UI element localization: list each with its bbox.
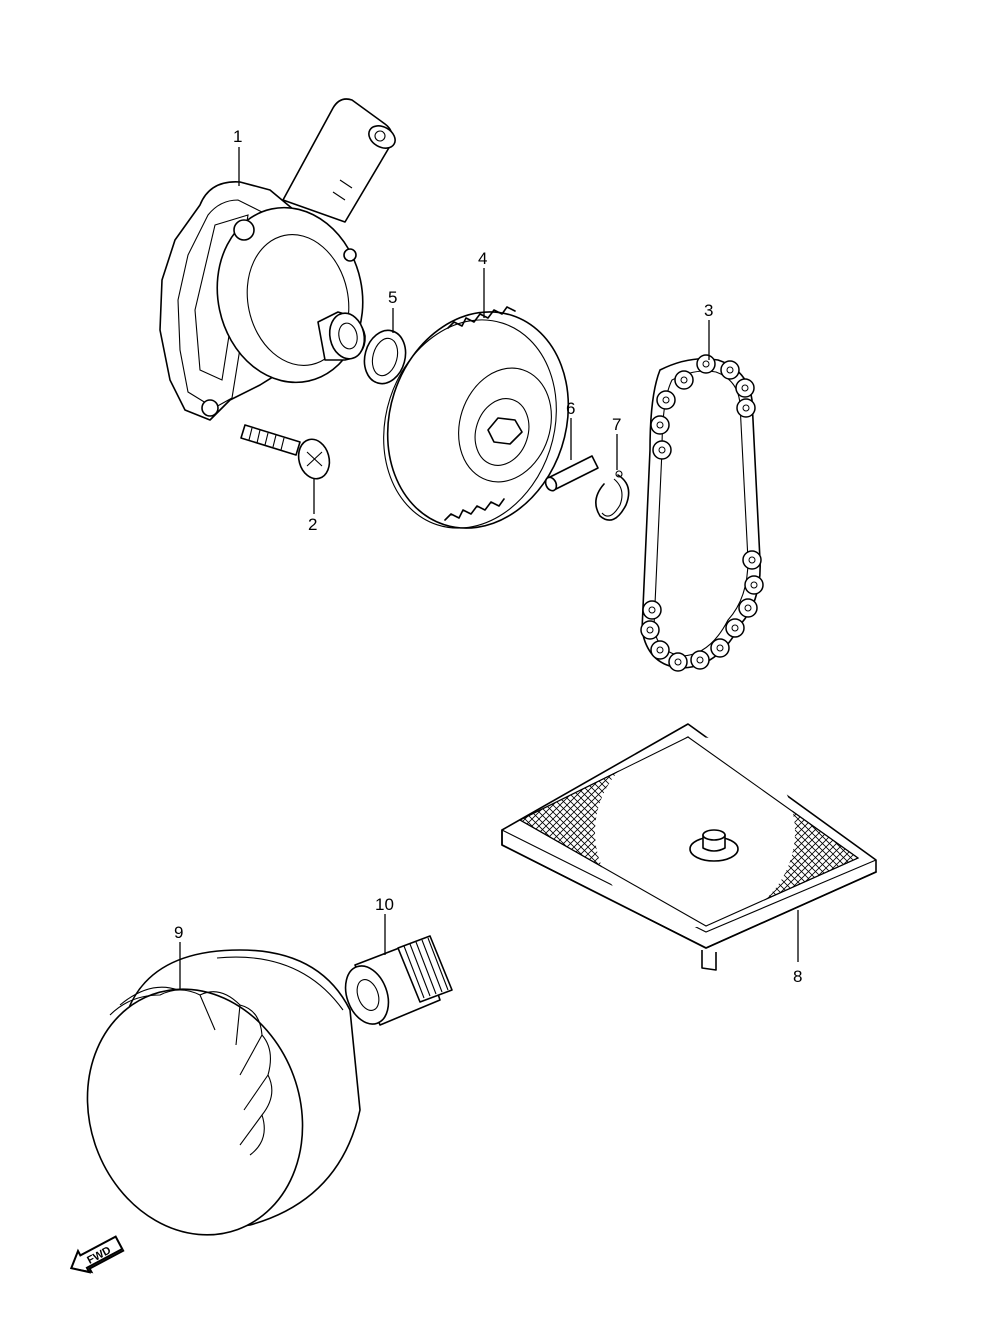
callout-labels: 1 2 3 4 5 6 7 8 9 10 bbox=[174, 127, 802, 986]
oil-pump-gear bbox=[383, 306, 570, 529]
oil-pump-body bbox=[159, 98, 396, 421]
callout-8: 8 bbox=[793, 967, 802, 986]
callout-4: 4 bbox=[478, 249, 487, 268]
union-bolt bbox=[344, 935, 453, 1026]
callout-5: 5 bbox=[388, 288, 397, 307]
callout-2: 2 bbox=[308, 515, 317, 534]
callout-7: 7 bbox=[612, 415, 621, 434]
callout-6: 6 bbox=[566, 399, 575, 418]
oil-filter bbox=[86, 949, 361, 1236]
pump-drive-chain bbox=[640, 354, 764, 672]
callout-1: 1 bbox=[233, 127, 242, 146]
forward-arrow-icon: FWD bbox=[69, 1235, 125, 1274]
leader-lines bbox=[179, 147, 799, 990]
pin bbox=[544, 455, 599, 492]
callout-10: 10 bbox=[375, 895, 394, 914]
pump-mounting-bolt bbox=[240, 424, 331, 480]
circlip bbox=[595, 470, 630, 521]
callout-3: 3 bbox=[704, 301, 713, 320]
callout-9: 9 bbox=[174, 923, 183, 942]
oil-strainer bbox=[501, 723, 877, 971]
o-ring bbox=[363, 329, 407, 385]
